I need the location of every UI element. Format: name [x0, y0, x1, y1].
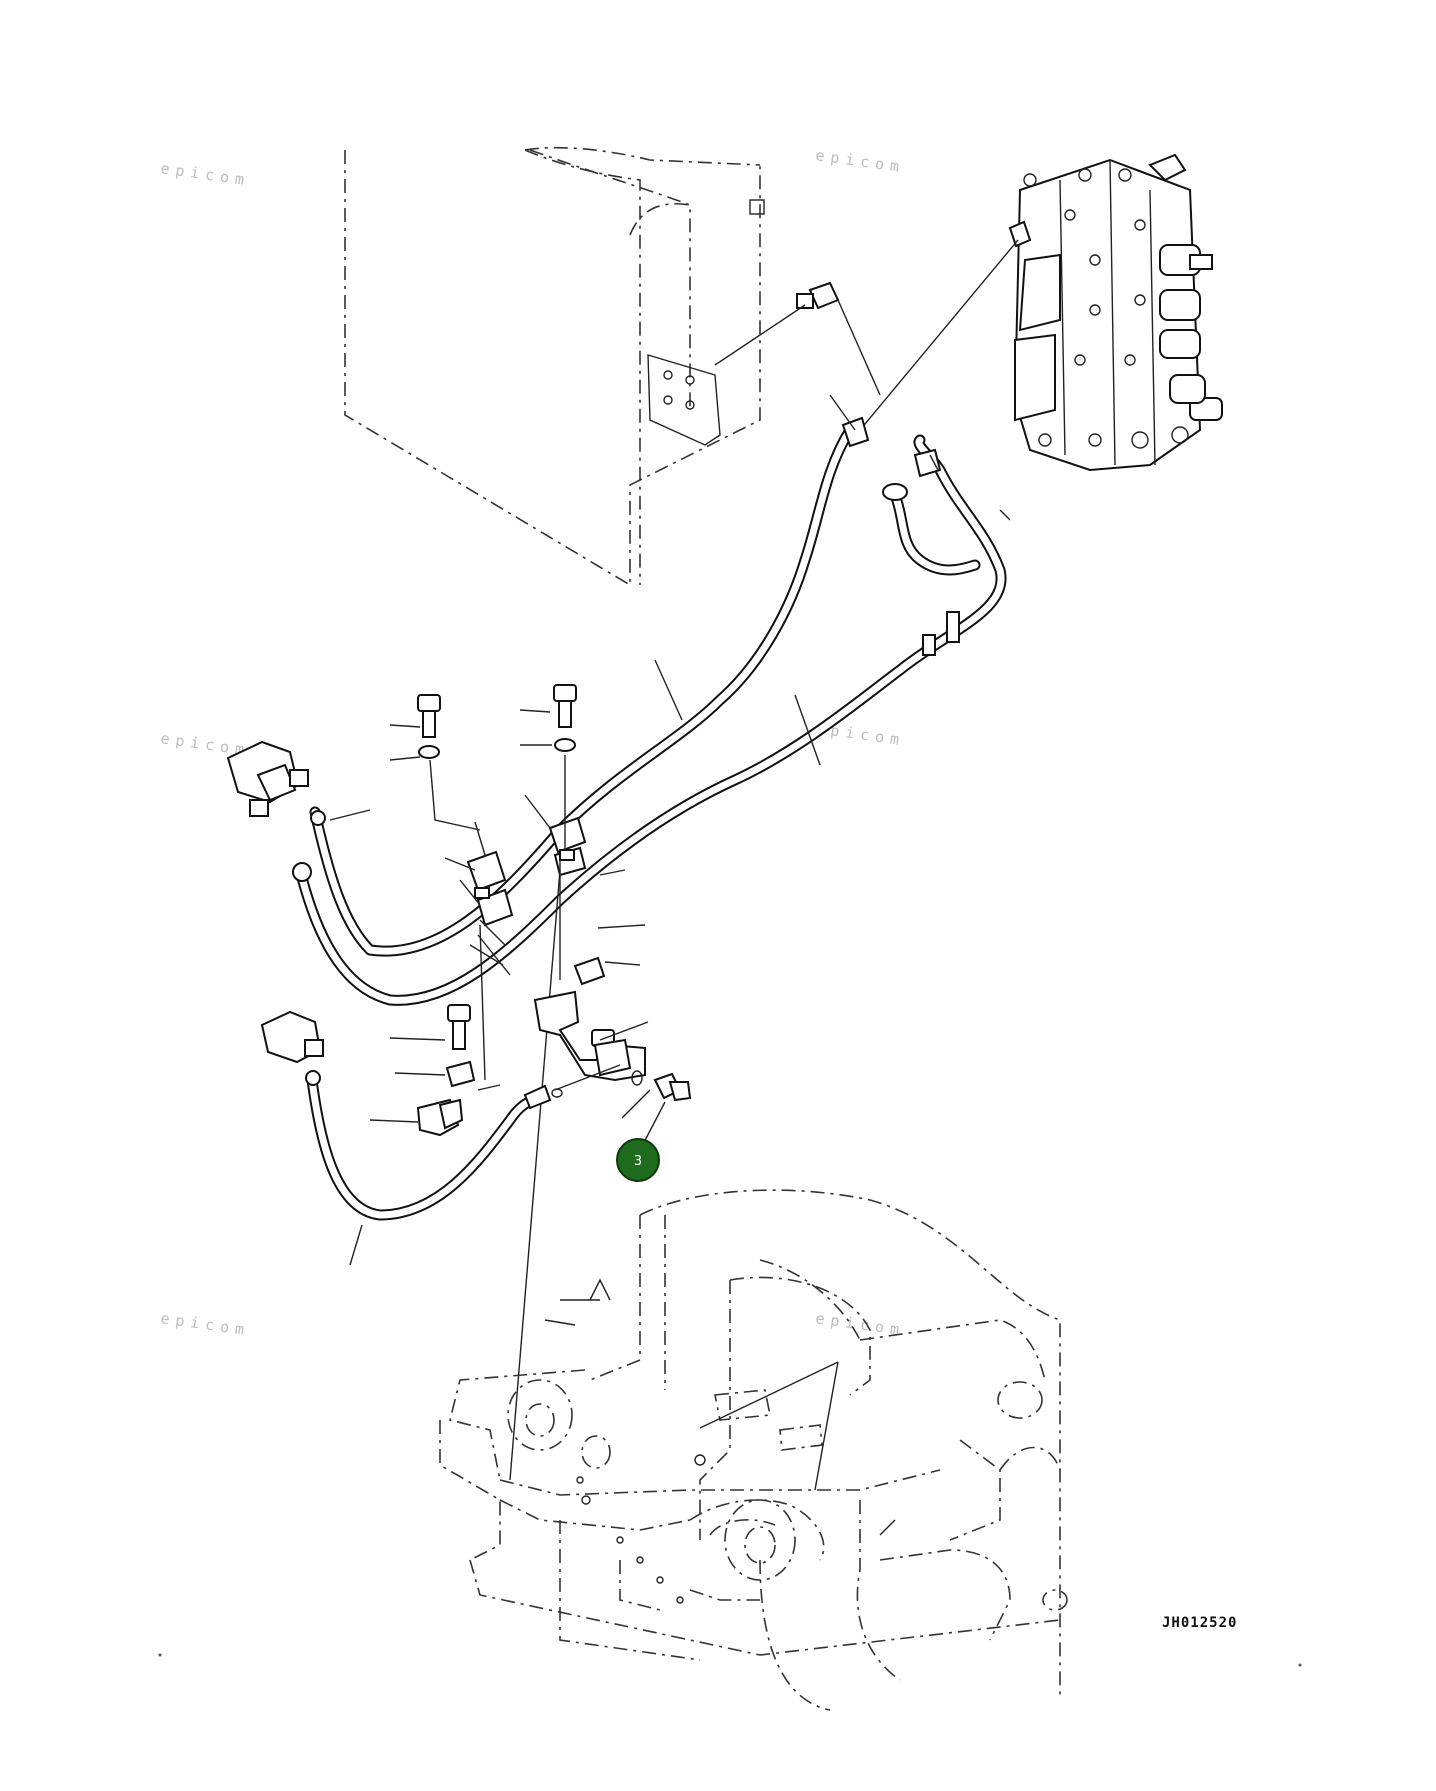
left-lower-valve — [260, 1010, 324, 1086]
upper-clamps — [429, 755, 587, 1481]
pressure-switch — [631, 1070, 692, 1151]
frame-outline — [439, 1189, 1068, 1711]
figure-id-label: JH012520 — [1162, 1615, 1237, 1631]
leader-lines — [349, 394, 1011, 1266]
callout-number: 3 — [634, 1154, 642, 1169]
tank-adapter — [714, 239, 1019, 431]
callout-3[interactable]: 3 — [616, 1138, 660, 1182]
control-valve — [1008, 153, 1223, 472]
brackets — [416, 990, 646, 1137]
tank-outline — [344, 146, 765, 587]
lower-hose — [306, 1064, 621, 1221]
watermark-text: epicom — [159, 1309, 251, 1339]
left-upper-valve — [226, 740, 371, 882]
watermark-text: epicom — [159, 159, 251, 189]
upper-hose-pair — [294, 416, 1007, 1006]
corner-marks — [158, 1653, 1302, 1667]
callout-circle[interactable] — [616, 1138, 660, 1182]
watermark-text: epicom — [814, 146, 906, 176]
